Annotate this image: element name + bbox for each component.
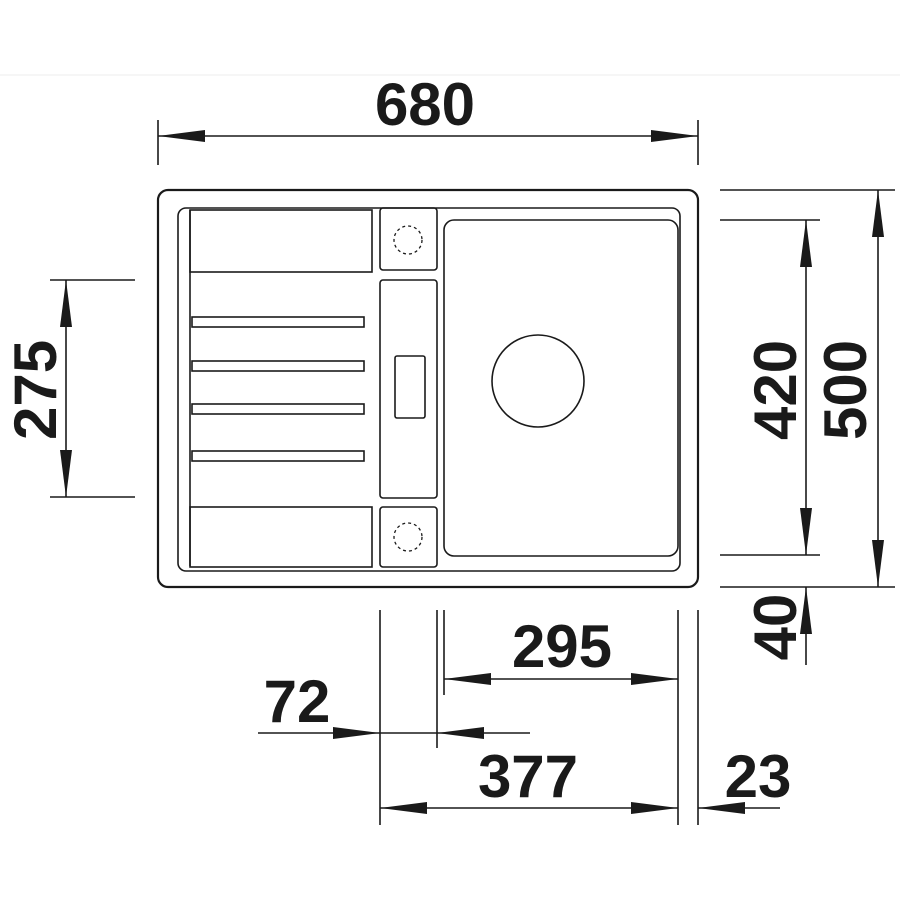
dimension-bowl-section-width: 377 — [380, 743, 678, 814]
dimension-drainer-height: 275 — [2, 279, 135, 498]
label-rim-offset: 40 — [742, 594, 809, 661]
dimension-right-group: 500 420 40 — [720, 189, 895, 665]
overflow-strip — [379, 279, 438, 499]
dimension-rim-right: 23 — [698, 743, 791, 814]
label-rim-right: 23 — [725, 743, 792, 810]
center-strip — [379, 207, 438, 568]
drainer-rib — [191, 316, 365, 328]
sink-outer-rim — [156, 188, 700, 589]
drain-hole-icon — [491, 334, 585, 428]
dimension-overflow-width: 72 — [258, 668, 530, 739]
drainer-rib — [191, 360, 365, 372]
label-bowl-section-width: 377 — [478, 743, 578, 810]
tap-hole-top-icon — [393, 225, 423, 255]
drainer-area — [189, 209, 373, 568]
label-overflow-width: 72 — [264, 668, 331, 735]
label-total-width: 680 — [375, 71, 475, 138]
tap-hole-panel-bottom — [379, 506, 438, 568]
dimension-total-width: 680 — [157, 71, 699, 165]
drainer-rib — [191, 450, 365, 462]
label-total-depth: 500 — [812, 340, 879, 440]
sink-bowl — [443, 219, 679, 557]
label-bowl-width: 295 — [512, 613, 612, 680]
tap-hole-panel-top — [379, 207, 438, 271]
label-bowl-depth: 420 — [742, 340, 809, 440]
overflow-slot-icon — [394, 355, 426, 419]
drainer-top-panel — [189, 209, 373, 273]
sink-inner-rim — [177, 207, 681, 572]
drainer-rib — [191, 403, 365, 415]
label-drainer-height: 275 — [2, 340, 69, 440]
dimension-bowl-width: 295 — [444, 613, 678, 685]
tap-hole-bottom-icon — [393, 522, 423, 552]
drainer-bottom-panel — [189, 506, 373, 568]
